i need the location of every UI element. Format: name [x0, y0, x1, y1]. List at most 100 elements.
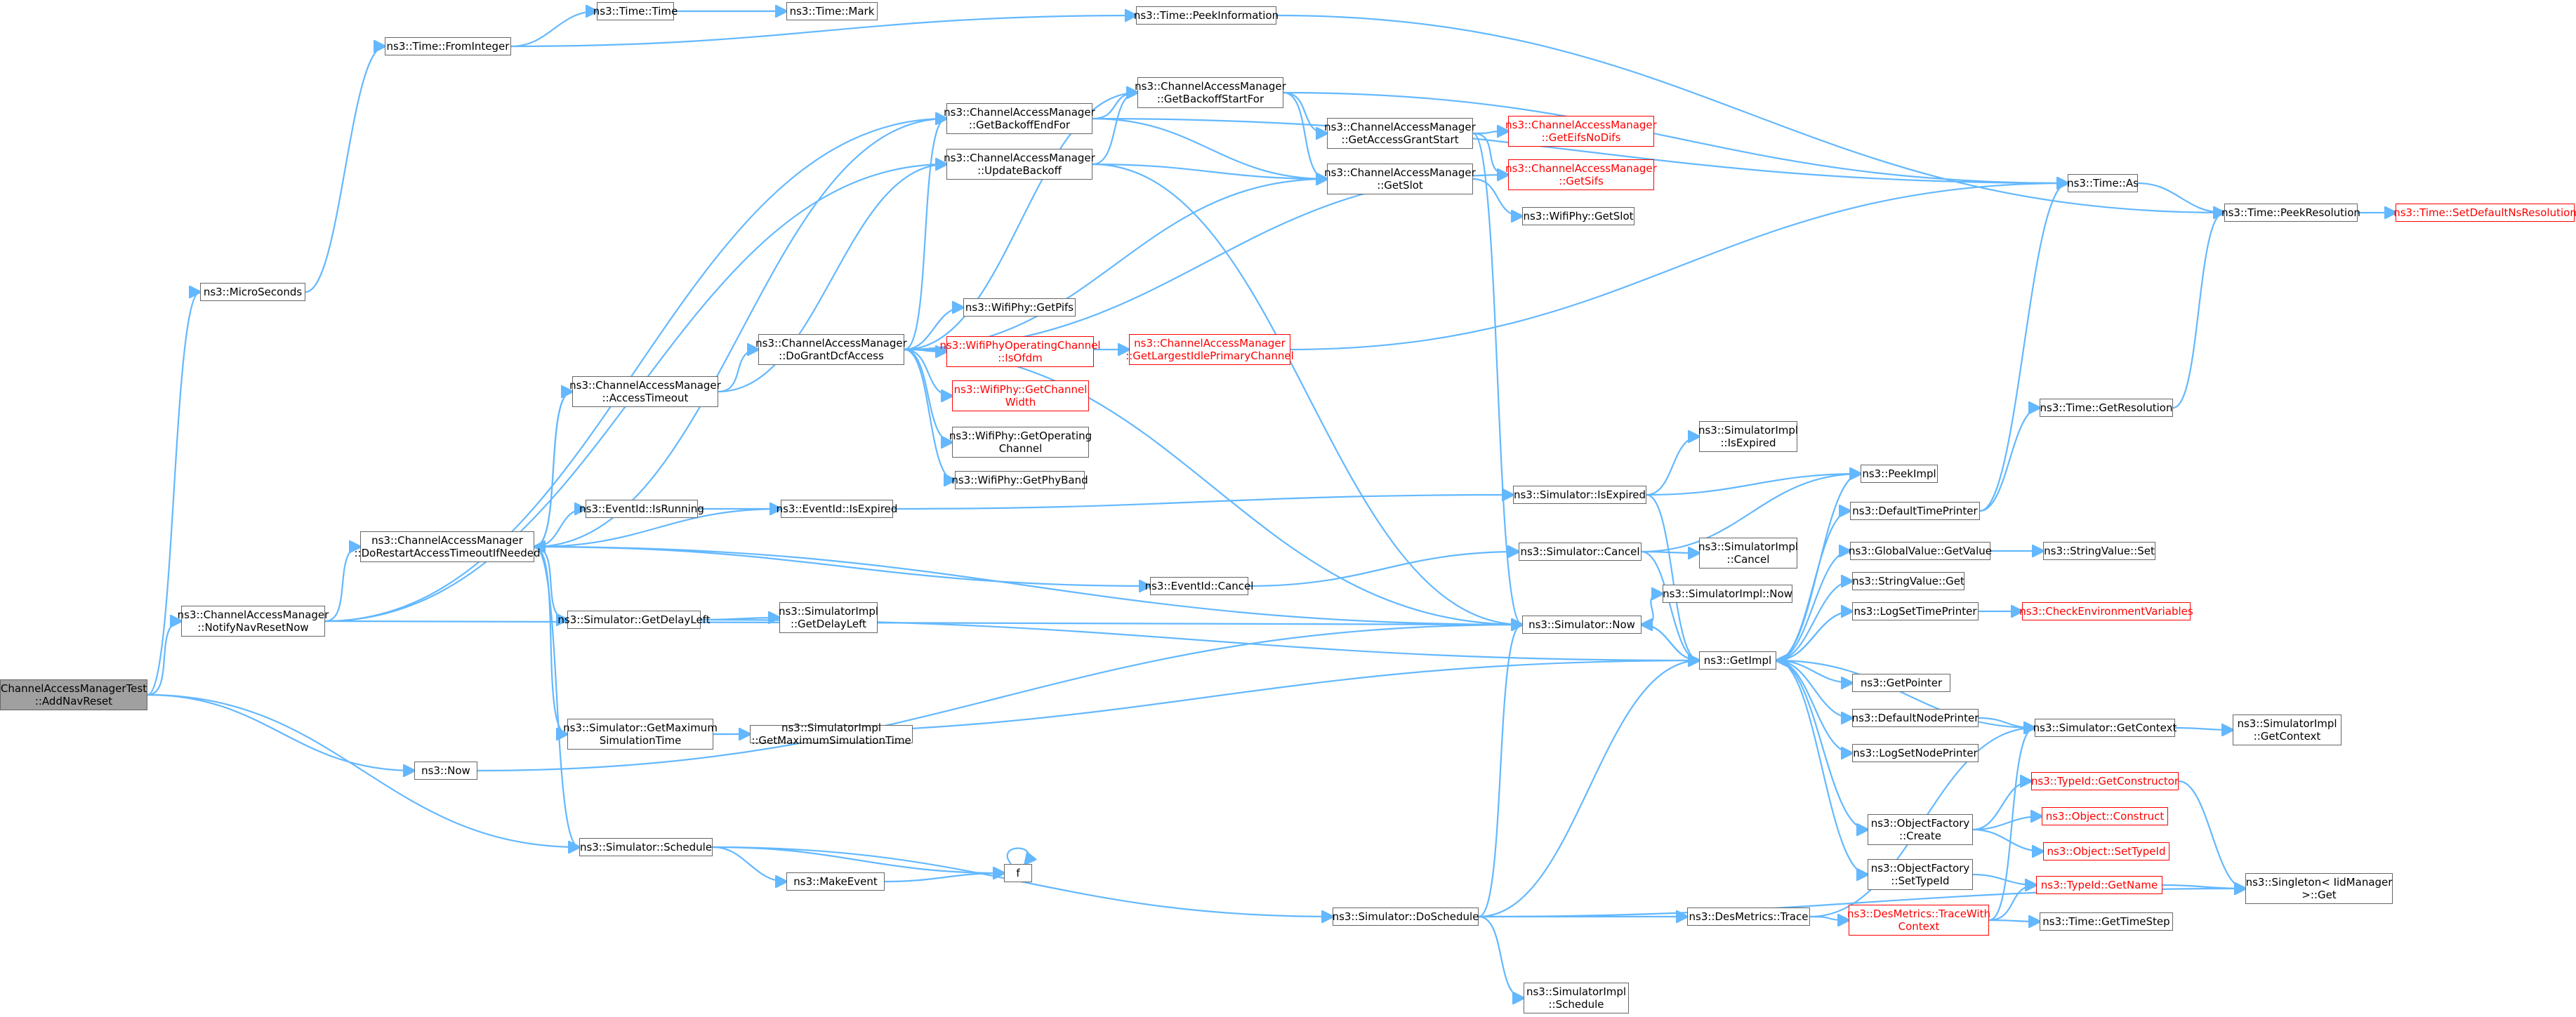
node-simnow[interactable]: ns3::Simulator::Now — [1522, 616, 1642, 634]
node-implexpired[interactable]: ns3::SimulatorImpl::IsExpired — [1698, 421, 1798, 452]
node-updatebackoff[interactable]: ns3::ChannelAccessManager::UpdateBackoff — [944, 149, 1095, 180]
node-ofsettypeid[interactable]: ns3::ObjectFactory::SetTypeId — [1868, 859, 1973, 890]
node-impldelay[interactable]: ns3::SimulatorImpl::GetDelayLeft — [779, 602, 878, 633]
node-wifigetslot[interactable]: ns3::WifiPhy::GetSlot — [1522, 207, 1634, 225]
node-label: ns3::ChannelAccessManager — [1505, 162, 1657, 175]
node-globalget[interactable]: ns3::GlobalValue::GetValue — [1849, 542, 1992, 560]
node-defnodeprinter[interactable]: ns3::DefaultNodePrinter — [1852, 709, 1979, 727]
node-peekres[interactable]: ns3::Time::PeekResolution — [2221, 204, 2360, 222]
node-delayleft[interactable]: ns3::Simulator::GetDelayLeft — [557, 611, 711, 629]
node-label: ns3::Now — [421, 764, 470, 777]
node-label: ns3::Object::SetTypeId — [2047, 845, 2166, 858]
edge-schedule-to-makeevent — [712, 846, 786, 882]
node-pifs[interactable]: ns3::WifiPhy::GetPifs — [963, 298, 1076, 317]
node-largestidle[interactable]: ns3::ChannelAccessManager::GetLargestIdl… — [1125, 334, 1294, 365]
node-label: ns3::TypeId::GetName — [2040, 879, 2158, 891]
node-label: ns3::ChannelAccessManager — [944, 106, 1095, 119]
node-getimpl[interactable]: ns3::GetImpl — [1699, 651, 1776, 670]
node-setdefres[interactable]: ns3::Time::SetDefaultNsResolution — [2393, 204, 2576, 222]
edge-dogrant-to-opchannel — [904, 348, 952, 442]
edge-largestidle-to-timeas — [1290, 183, 2068, 351]
node-checkenv[interactable]: ns3::CheckEnvironmentVariables — [2019, 602, 2193, 620]
node-accessgrant[interactable]: ns3::ChannelAccessManager::GetAccessGran… — [1324, 118, 1476, 149]
node-label: ::AccessTimeout — [602, 392, 689, 404]
node-simcancel[interactable]: ns3::Simulator::Cancel — [1519, 543, 1642, 561]
node-stringset[interactable]: ns3::StringValue::Set — [2043, 542, 2155, 560]
node-eidcancel[interactable]: ns3::EventId::Cancel — [1145, 577, 1253, 595]
node-label: >::Get — [2301, 889, 2337, 901]
node-eidexpired[interactable]: ns3::EventId::IsExpired — [777, 500, 897, 518]
node-label: Context — [1898, 920, 1940, 933]
node-microseconds[interactable]: ns3::MicroSeconds — [200, 283, 305, 301]
node-eifs[interactable]: ns3::ChannelAccessManager::GetEifsNoDifs — [1505, 116, 1657, 147]
node-makeevent[interactable]: ns3::MakeEvent — [786, 872, 885, 891]
node-gettimestep[interactable]: ns3::Time::GetTimeStep — [2040, 912, 2173, 931]
node-implschedule[interactable]: ns3::SimulatorImpl::Schedule — [1524, 983, 1629, 1013]
node-timemark[interactable]: ns3::Time::Mark — [786, 2, 878, 20]
node-construct[interactable]: ns3::Object::Construct — [2042, 807, 2168, 825]
node-implcontext[interactable]: ns3::SimulatorImpl::GetContext — [2233, 714, 2341, 745]
node-label: ns3::Time::GetTimeStep — [2042, 915, 2170, 928]
node-now[interactable]: ns3::Now — [414, 762, 477, 780]
node-label: ns3::SimulatorImpl — [1698, 540, 1799, 553]
edge-getctor-to-singleton — [2178, 780, 2245, 889]
node-logtimeprinter[interactable]: ns3::LogSetTimePrinter — [1852, 602, 1979, 620]
node-phyband[interactable]: ns3::WifiPhy::GetPhyBand — [951, 471, 1088, 489]
node-label: ns3::Simulator::DoSchedule — [1332, 910, 1479, 923]
edge-eidexpired-to-simexpired — [892, 495, 1513, 510]
node-backoffend[interactable]: ns3::ChannelAccessManager::GetBackoffEnd… — [944, 103, 1095, 134]
node-ofcreate[interactable]: ns3::ObjectFactory::Create — [1868, 814, 1973, 845]
node-timetime[interactable]: ns3::Time::Time — [593, 2, 678, 20]
node-getctor[interactable]: ns3::TypeId::GetConstructor — [2031, 772, 2179, 790]
node-stringget[interactable]: ns3::StringValue::Get — [1852, 572, 1964, 590]
node-getname[interactable]: ns3::TypeId::GetName — [2036, 876, 2162, 894]
node-implcancel[interactable]: ns3::SimulatorImpl::Cancel — [1698, 538, 1799, 569]
node-getpointer[interactable]: ns3::GetPointer — [1852, 674, 1950, 692]
node-peekinfo[interactable]: ns3::Time::PeekInformation — [1134, 6, 1279, 25]
node-label: ns3::GetPointer — [1860, 677, 1943, 689]
edge-doschedule-to-getimpl — [1478, 660, 1699, 918]
edge-accesstimeout-to-dogrant — [718, 350, 758, 393]
edge-addnav-to-microseconds — [147, 292, 200, 696]
node-lognodeprinter[interactable]: ns3::LogSetNodePrinter — [1852, 744, 1979, 762]
node-destrace[interactable]: ns3::DesMetrics::Trace — [1687, 908, 1810, 926]
node-fromint[interactable]: ns3::Time::FromInteger — [385, 37, 511, 55]
node-sifs[interactable]: ns3::ChannelAccessManager::GetSifs — [1505, 159, 1657, 190]
edge-accessgrant-to-eifs — [1472, 131, 1508, 133]
edge-ofcreate-to-getctor — [1972, 781, 2031, 831]
edge-now-to-simnow — [477, 625, 1522, 772]
node-doschedule[interactable]: ns3::Simulator::DoSchedule — [1333, 908, 1479, 926]
node-settypeid[interactable]: ns3::Object::SetTypeId — [2043, 842, 2169, 860]
node-timeas[interactable]: ns3::Time::As — [2067, 174, 2139, 192]
node-getslot[interactable]: ns3::ChannelAccessManager::GetSlot — [1324, 164, 1476, 194]
node-simexpired[interactable]: ns3::Simulator::IsExpired — [1513, 486, 1646, 504]
node-implmaxsim[interactable]: ns3::SimulatorImpl::GetMaximumSimulation… — [750, 722, 913, 747]
edge-getimpl-to-globalget — [1776, 551, 1850, 662]
node-f[interactable]: f — [1004, 864, 1032, 882]
node-isofdm[interactable]: ns3::WifiPhyOperatingChannel::IsOfdm — [939, 336, 1101, 367]
edge-getimpl-to-stringget — [1776, 581, 1852, 662]
node-notifynav[interactable]: ns3::ChannelAccessManager::NotifyNavRese… — [178, 606, 329, 637]
node-dorestart[interactable]: ns3::ChannelAccessManager::DoRestartAcce… — [354, 531, 541, 562]
node-label: ns3::Simulator::GetMaximum — [563, 722, 718, 734]
node-backoffstart[interactable]: ns3::ChannelAccessManager::GetBackoffSta… — [1135, 77, 1286, 108]
node-implnow[interactable]: ns3::SimulatorImpl::Now — [1663, 585, 1792, 603]
node-getres[interactable]: ns3::Time::GetResolution — [2040, 399, 2173, 417]
node-singleton[interactable]: ns3::Singleton< IidManager>::Get — [2245, 873, 2393, 904]
node-label: ns3::WifiPhy::GetPhyBand — [951, 474, 1088, 486]
node-accesstimeout[interactable]: ns3::ChannelAccessManager::AccessTimeout — [569, 376, 721, 407]
node-deftimeprinter[interactable]: ns3::DefaultTimePrinter — [1850, 502, 1980, 520]
edge-ofcreate-to-construct — [1972, 816, 2042, 831]
node-simcontext[interactable]: ns3::Simulator::GetContext — [2033, 719, 2177, 737]
edge-getimpl-to-ofcreate — [1776, 659, 1868, 830]
edge-backoffend-to-getslot — [1092, 117, 1327, 179]
edge-notifynav-to-backoffend — [324, 119, 946, 623]
node-isrunning[interactable]: ns3::EventId::IsRunning — [579, 500, 704, 518]
node-dogrant[interactable]: ns3::ChannelAccessManager::DoGrantDcfAcc… — [755, 334, 907, 365]
node-peekimpl[interactable]: ns3::PeekImpl — [1861, 465, 1938, 483]
node-schedule[interactable]: ns3::Simulator::Schedule — [579, 838, 713, 856]
